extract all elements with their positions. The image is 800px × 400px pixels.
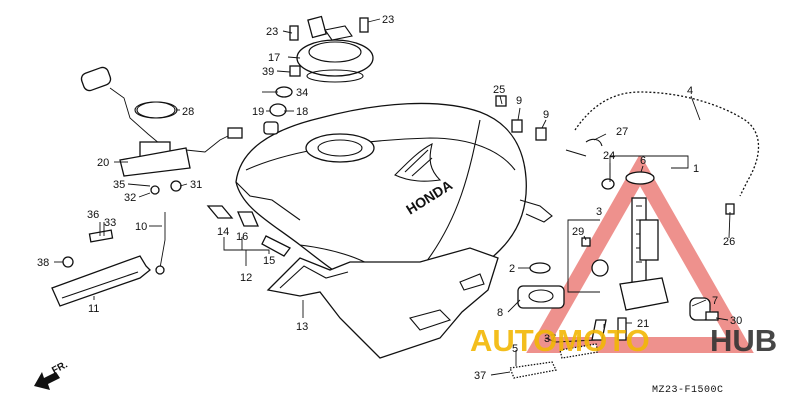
callout-10: 10 bbox=[135, 221, 147, 233]
callout-17: 17 bbox=[268, 52, 280, 64]
callout-16: 16 bbox=[236, 231, 248, 243]
callout-25: 25 bbox=[493, 84, 505, 96]
callout-27: 27 bbox=[616, 126, 628, 138]
callout-37b: 37 bbox=[474, 370, 486, 382]
callout-13: 13 bbox=[296, 321, 308, 333]
callout-5: 5 bbox=[512, 343, 518, 355]
callout-9b: 9 bbox=[543, 109, 549, 121]
callout-29: 29 bbox=[572, 226, 584, 238]
callout-6: 6 bbox=[640, 155, 646, 167]
callout-35: 35 bbox=[113, 179, 125, 191]
callout-20: 20 bbox=[97, 157, 109, 169]
callout-32: 32 bbox=[124, 192, 136, 204]
fuel-tank: HONDA bbox=[235, 102, 553, 297]
callout-labels: 1 2 3 4 5 6 7 8 9 9 10 11 12 13 14 15 16… bbox=[37, 14, 742, 382]
callout-23b: 23 bbox=[382, 14, 394, 26]
diagram-code: MZ23-F1500C bbox=[652, 385, 724, 396]
callout-18: 18 bbox=[296, 106, 308, 118]
callout-14: 14 bbox=[217, 226, 229, 238]
callout-7: 7 bbox=[712, 295, 718, 307]
petcock-assembly bbox=[495, 95, 735, 379]
callout-39: 39 bbox=[262, 66, 274, 78]
small-parts-left bbox=[51, 180, 291, 307]
front-direction-indicator: FR. bbox=[34, 359, 70, 390]
callout-11: 11 bbox=[88, 303, 99, 315]
callout-15: 15 bbox=[263, 255, 275, 267]
filler-cap bbox=[296, 15, 374, 83]
front-arrow-icon bbox=[34, 372, 60, 390]
leader-lines bbox=[54, 18, 731, 376]
callout-26: 26 bbox=[723, 236, 735, 248]
callout-31: 31 bbox=[190, 179, 202, 191]
callout-21: 21 bbox=[637, 318, 649, 330]
watermark-part2: HUB bbox=[710, 323, 777, 358]
callout-38: 38 bbox=[37, 257, 49, 269]
watermark-triangle bbox=[526, 153, 754, 353]
callout-30: 30 bbox=[730, 315, 742, 327]
callout-1: 1 bbox=[693, 163, 699, 175]
callout-37a: 37 bbox=[544, 333, 556, 345]
callout-23a: 23 bbox=[266, 26, 278, 38]
callout-33: 33 bbox=[104, 217, 116, 229]
front-label: FR. bbox=[50, 359, 70, 376]
watermark-part1: AUTOMOTO bbox=[470, 323, 650, 358]
callout-9a: 9 bbox=[516, 95, 522, 107]
callout-34: 34 bbox=[296, 87, 308, 99]
callout-36: 36 bbox=[87, 209, 99, 221]
heat-guard bbox=[266, 247, 499, 359]
fuel-hose bbox=[565, 91, 760, 197]
callout-12: 12 bbox=[240, 272, 252, 284]
small-parts-top bbox=[136, 17, 369, 135]
fuel-sender bbox=[80, 66, 243, 177]
callout-4: 4 bbox=[687, 85, 693, 97]
callout-2: 2 bbox=[509, 263, 515, 275]
watermark: AUTOMOTO HUB bbox=[470, 323, 777, 358]
callout-19: 19 bbox=[252, 106, 264, 118]
callout-8: 8 bbox=[497, 307, 503, 319]
callout-28: 28 bbox=[182, 106, 194, 118]
callout-24: 24 bbox=[603, 150, 615, 162]
callout-3: 3 bbox=[596, 206, 602, 218]
